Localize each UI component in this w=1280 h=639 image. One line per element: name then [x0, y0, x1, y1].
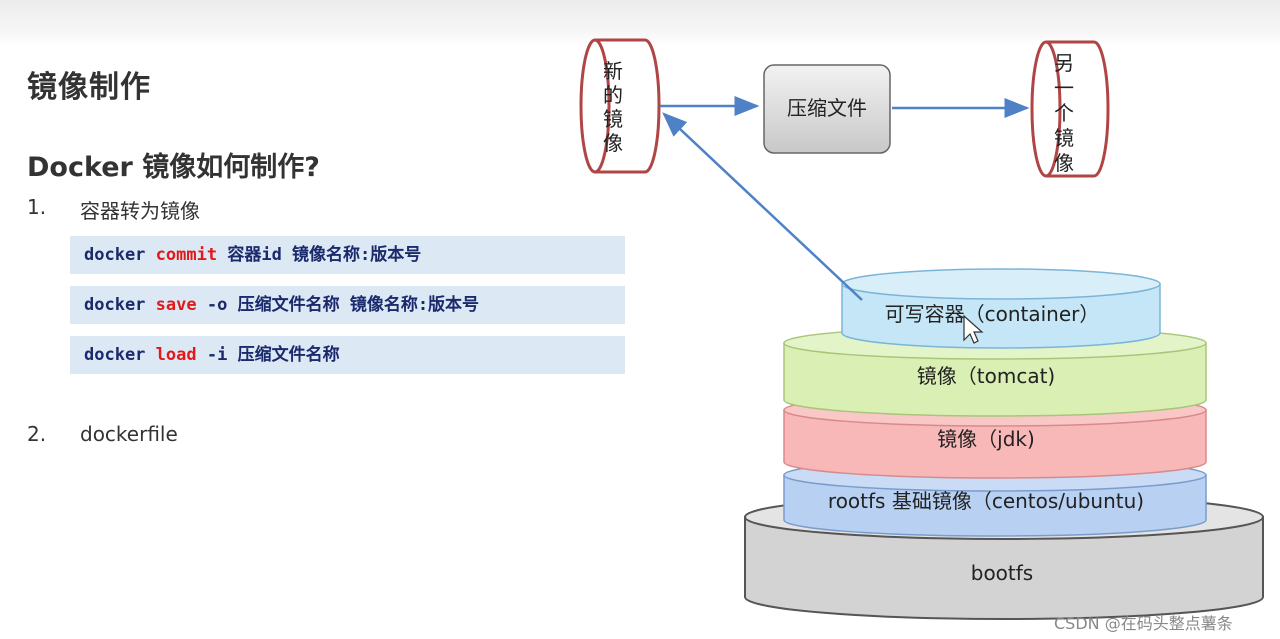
step-2-label: dockerfile [80, 422, 178, 446]
step-1-number: 1. [27, 195, 47, 219]
slide-subtitle: Docker 镜像如何制作? [27, 152, 320, 183]
new-image-char: 的 [603, 83, 623, 107]
cursor-icon [963, 314, 984, 344]
slide-title: 镜像制作 [27, 70, 151, 105]
step-2-number: 2. [27, 422, 47, 446]
rootfs-label: rootfs 基础镜像（centos/ubuntu) [828, 489, 1144, 513]
other-image-char: 一 [1054, 76, 1074, 100]
compress-file-box: 压缩文件 [763, 64, 891, 154]
other-image-char: 个 [1054, 101, 1074, 125]
jdk-label: 镜像（jdk) [937, 427, 1035, 451]
slide-top-bar [0, 0, 1280, 46]
command-load: docker load -i 压缩文件名称 [70, 336, 625, 374]
command-op: load [155, 345, 197, 365]
watermark: CSDN @在码头整点薯条 [1054, 614, 1233, 633]
other-image-char: 镜 [1054, 126, 1074, 150]
command-args: -i 压缩文件名称 [206, 345, 340, 365]
command-op: save [155, 295, 197, 315]
new-image-cylinder: 新 的 镜 像 [579, 38, 661, 174]
new-image-char: 镜 [603, 107, 623, 131]
command-save: docker save -o 压缩文件名称 镜像名称:版本号 [70, 286, 625, 324]
compress-file-label: 压缩文件 [787, 96, 867, 120]
other-image-char: 像 [1054, 151, 1074, 175]
new-image-char: 新 [603, 59, 623, 83]
container-label: 可写容器（container） [885, 302, 1100, 326]
command-keyword: docker [84, 295, 146, 315]
step-1-label: 容器转为镜像 [80, 199, 200, 223]
arrow-commit-to-image [662, 112, 863, 301]
command-keyword: docker [84, 345, 146, 365]
command-args: -o 压缩文件名称 镜像名称:版本号 [206, 295, 480, 315]
command-args: 容器id 镜像名称:版本号 [227, 245, 422, 265]
command-keyword: docker [84, 245, 146, 265]
container-layer: 可写容器（container） [841, 268, 1161, 349]
tomcat-label: 镜像（tomcat) [917, 364, 1055, 388]
command-op: commit [155, 245, 218, 265]
new-image-char: 像 [603, 131, 623, 155]
bootfs-label: bootfs [971, 561, 1033, 585]
command-commit: docker commit 容器id 镜像名称:版本号 [70, 236, 625, 274]
other-image-cylinder: 另 一 个 镜 像 [1030, 40, 1110, 178]
other-image-char: 另 [1054, 51, 1074, 75]
